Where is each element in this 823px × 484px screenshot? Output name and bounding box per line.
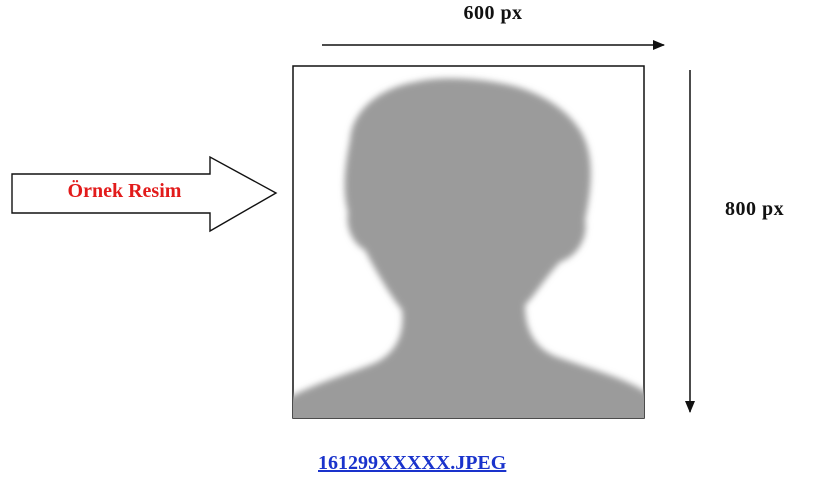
- height-label: 800 px: [725, 198, 785, 220]
- callout-label: Örnek Resim: [67, 180, 182, 202]
- filename-link[interactable]: 161299XXXXX.JPEG: [318, 452, 507, 474]
- person-silhouette-icon: [293, 78, 644, 418]
- width-label: 600 px: [463, 2, 523, 24]
- callout-arrow: [11, 155, 278, 233]
